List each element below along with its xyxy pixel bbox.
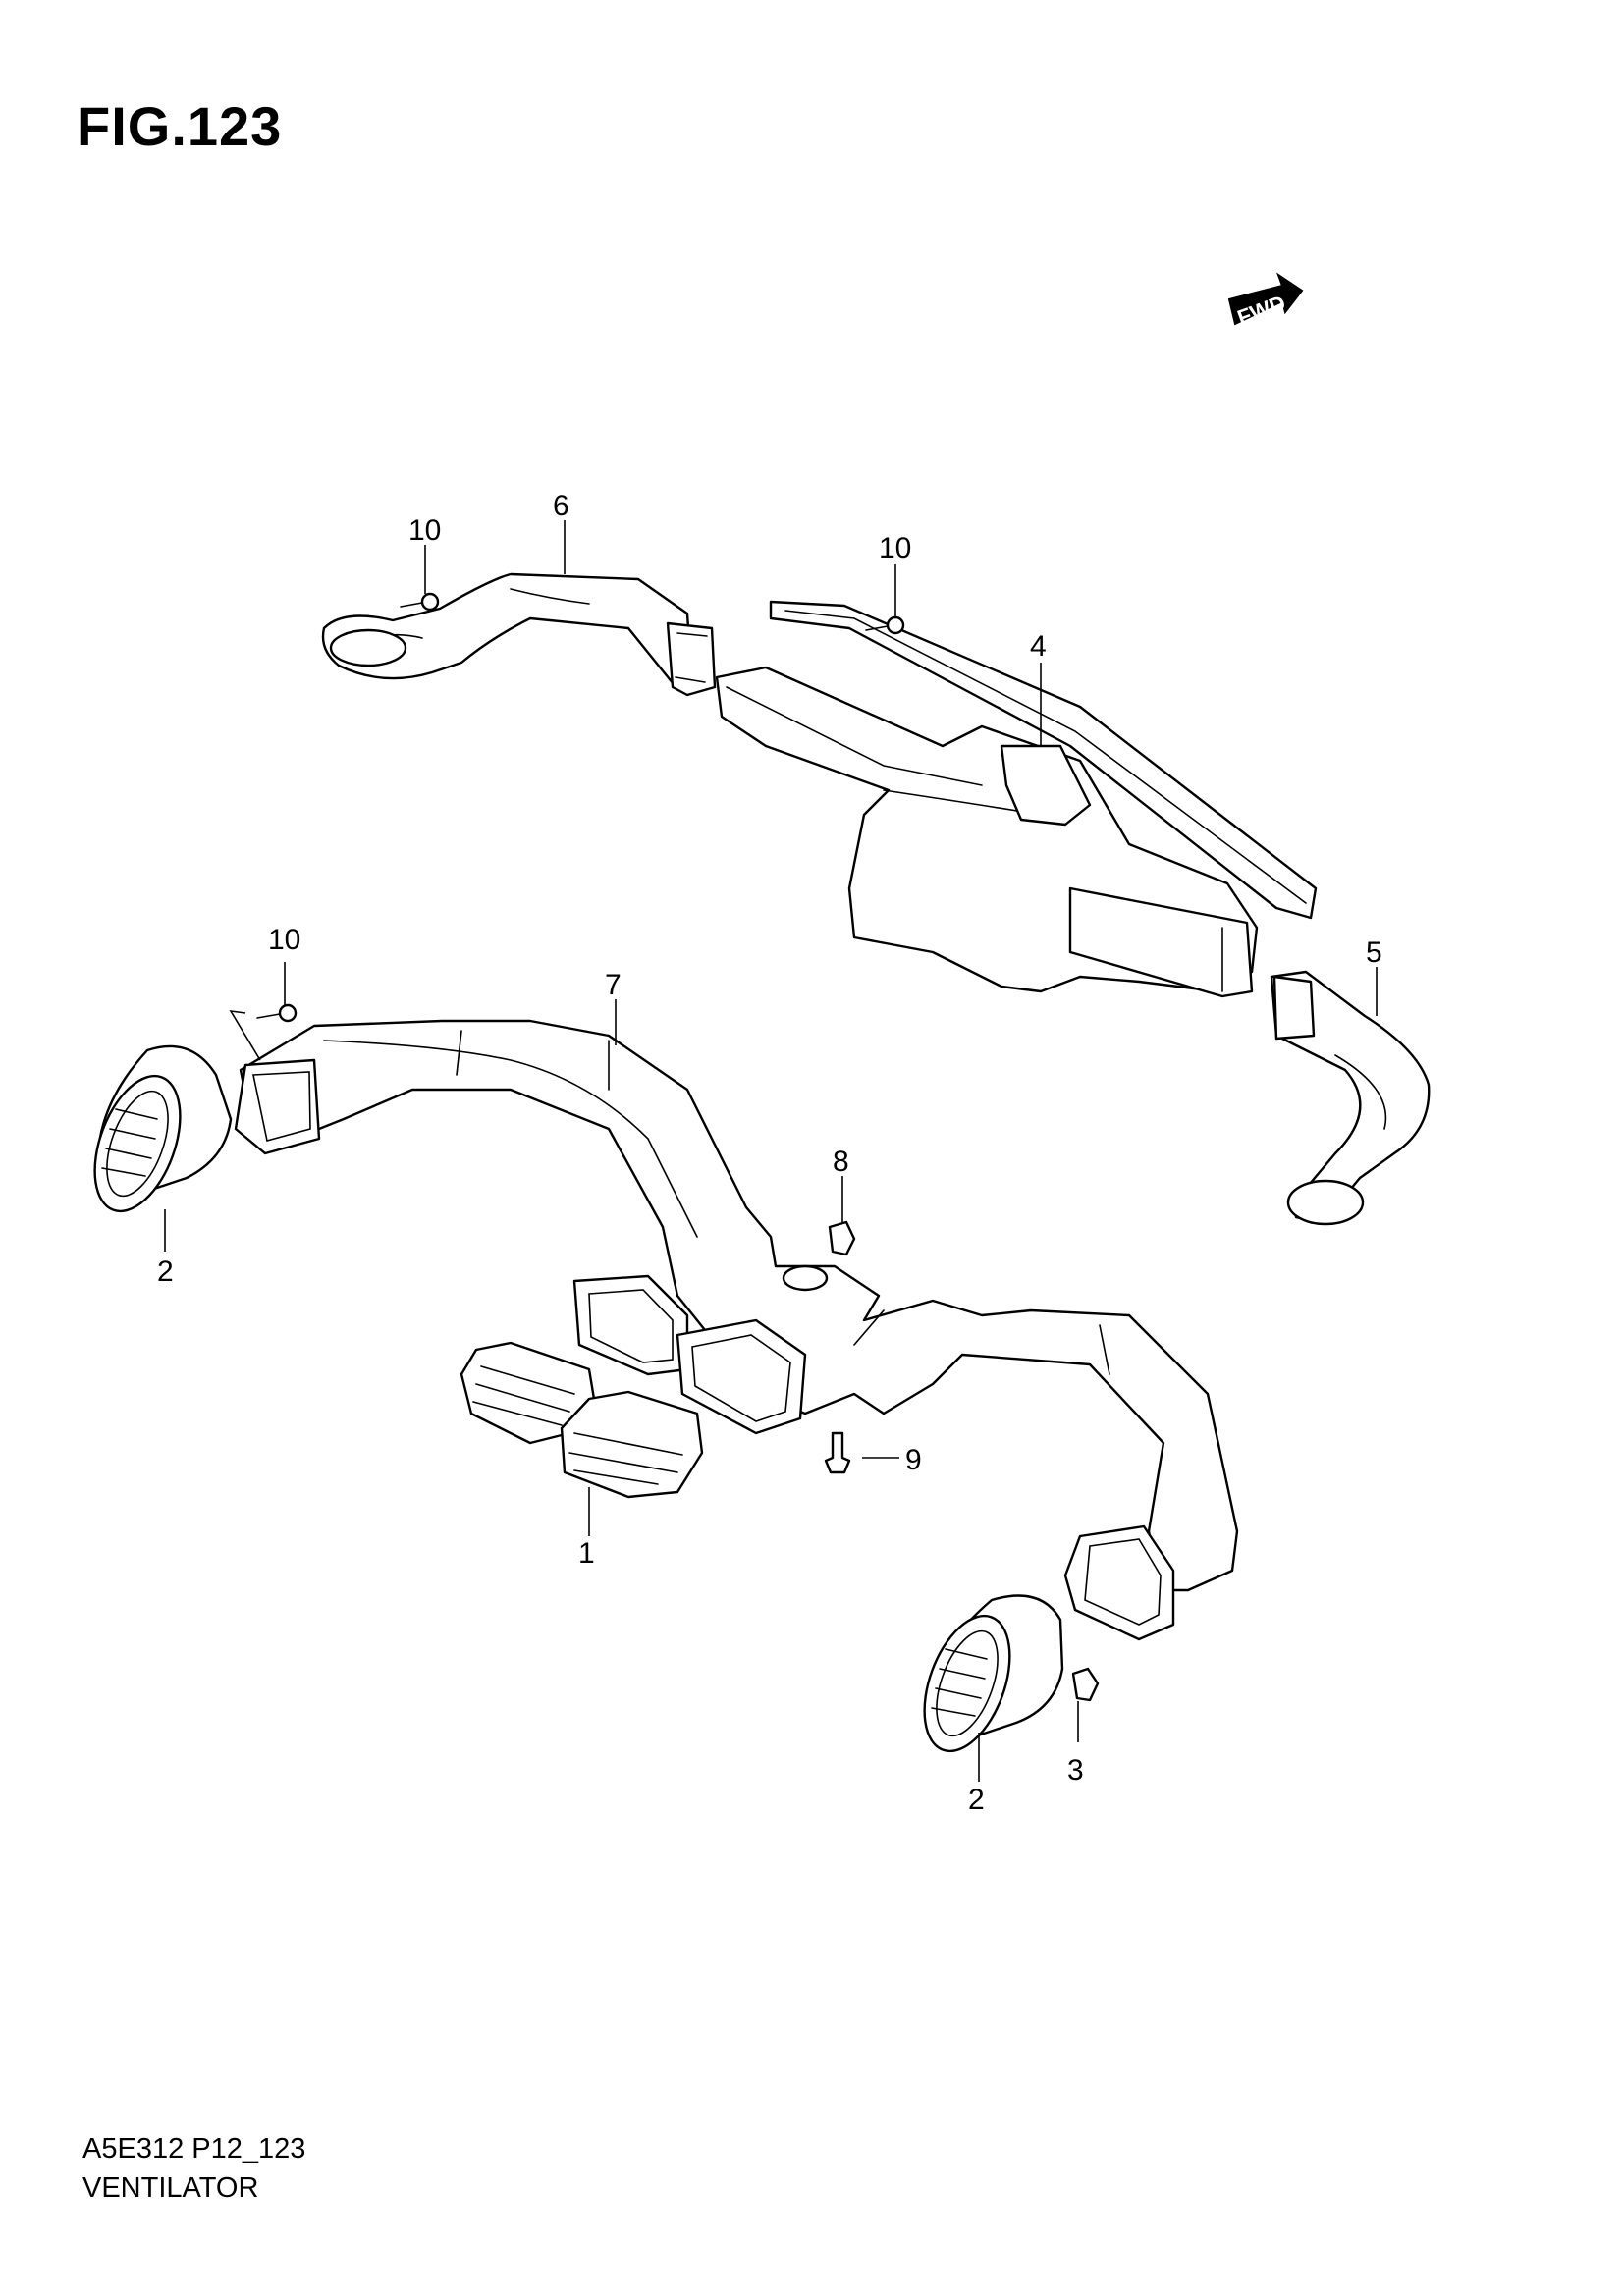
callout-labels: 6 10 10 4 5 10 7 8 2 9 1 3 2 (157, 490, 1382, 1816)
part-10-screw-c (256, 1003, 298, 1023)
part-10-screw-b (865, 615, 905, 635)
callout-10: 10 (408, 514, 441, 547)
callout-10: 10 (879, 532, 911, 564)
diagram-code: A5E312 P12_123 (82, 2133, 306, 2164)
part-4-center-upper-duct (715, 600, 1318, 998)
callout-1: 1 (578, 1537, 595, 1570)
diagram-name: VENTILATOR (82, 2172, 259, 2204)
callout-9: 9 (905, 1444, 922, 1476)
part-2-side-vent-right (923, 1594, 1064, 1753)
callout-2: 2 (968, 1784, 985, 1816)
fwd-arrow-icon: FWD (1227, 272, 1304, 330)
figure-title: FIG.123 (77, 95, 283, 157)
callout-6: 6 (553, 490, 569, 522)
callout-5: 5 (1366, 936, 1382, 969)
callout-8: 8 (833, 1146, 849, 1178)
part-1-center-vent (460, 1341, 704, 1499)
callout-2: 2 (157, 1255, 174, 1288)
callout-7: 7 (605, 969, 622, 1001)
callout-3: 3 (1067, 1754, 1084, 1787)
callout-10: 10 (268, 924, 300, 956)
callout-4: 4 (1030, 630, 1047, 663)
part-9-screw (824, 1431, 851, 1474)
part-10-screw-a (400, 592, 440, 612)
leader-lines (164, 520, 1378, 1782)
part-7-main-duct (234, 1019, 1239, 1641)
part-6-duct-upper-left (321, 572, 717, 697)
part-5-duct-right (1270, 970, 1431, 1226)
part-2-side-vent-left (93, 1044, 233, 1213)
part-8-clip (828, 1220, 856, 1256)
part-3-clip (1071, 1667, 1100, 1702)
